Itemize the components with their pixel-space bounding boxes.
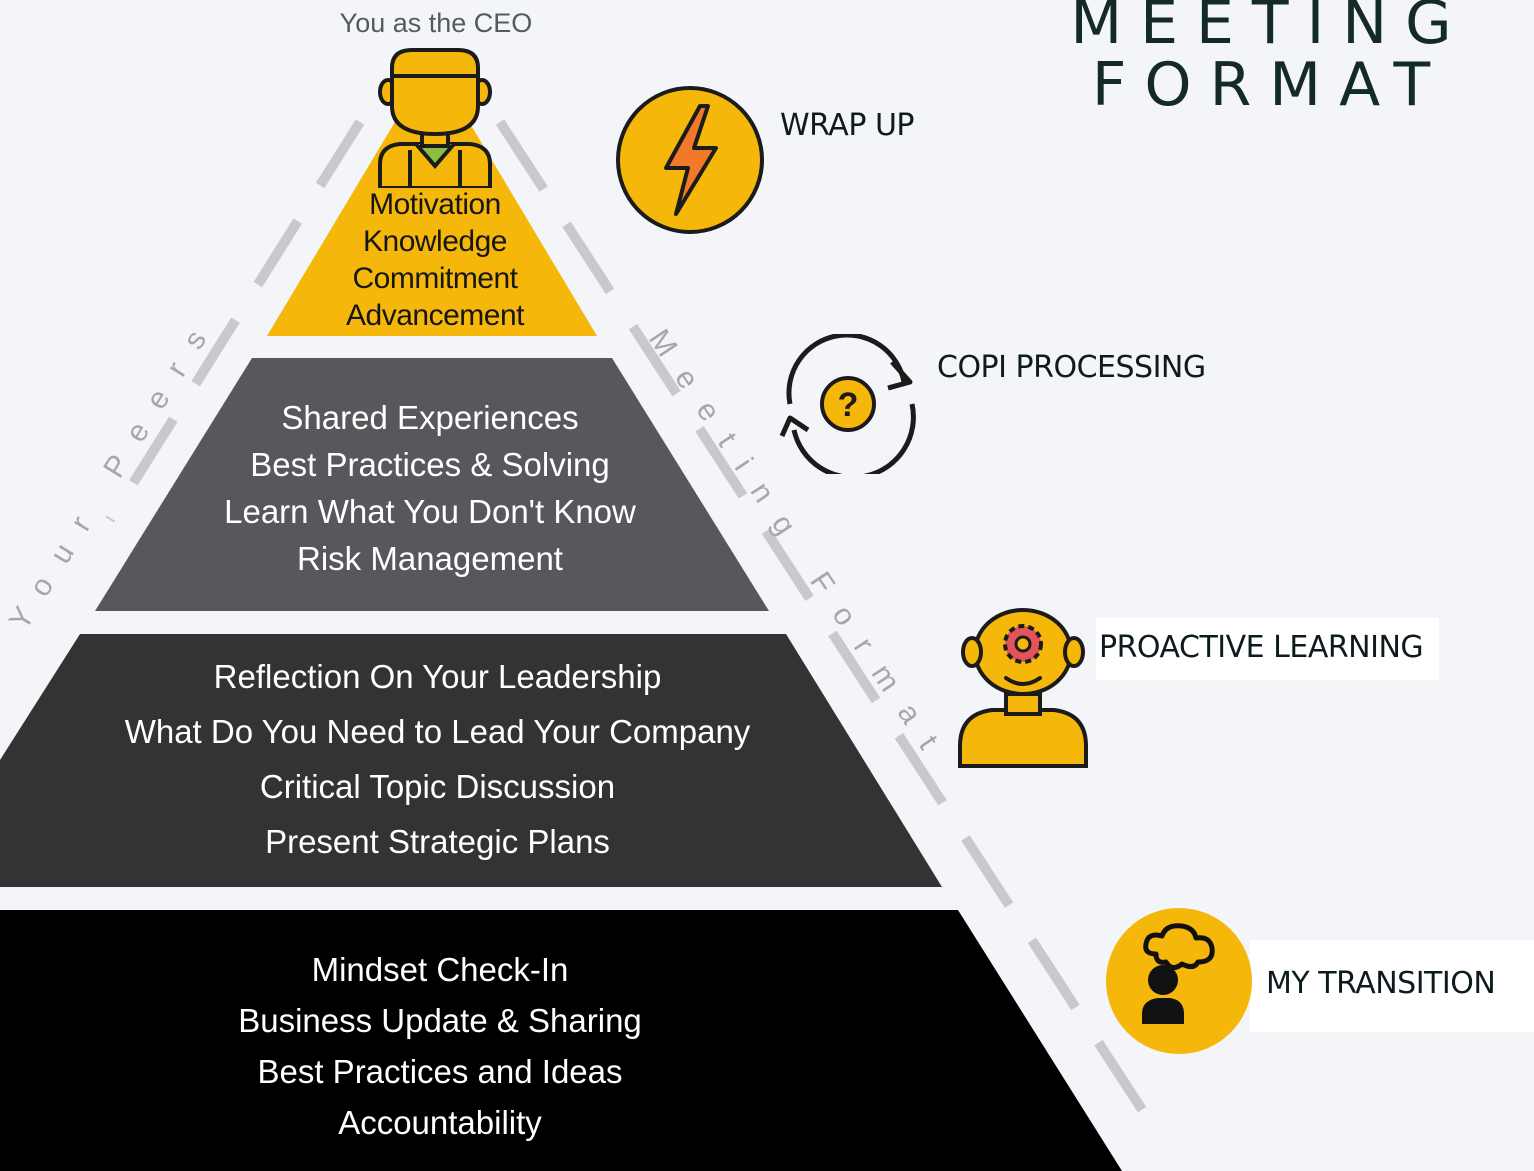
tier-third-text: Reflection On Your Leadership What Do Yo… — [60, 649, 815, 869]
tier-top-text: Motivation Knowledge Commitment Advancem… — [300, 186, 570, 334]
step-label-my-transition: MY TRANSITION — [1266, 966, 1496, 1001]
tier-third-line: Critical Topic Discussion — [259, 768, 616, 805]
lightning-bolt-icon — [616, 86, 764, 234]
tier-second-text: Shared Experiences Best Practices & Solv… — [150, 394, 710, 582]
title-line-2: FORMAT — [1091, 50, 1449, 120]
ceo-person-icon — [378, 48, 492, 188]
tier-second-line: Best Practices & Solving — [250, 446, 610, 483]
question-cycle-icon: ? — [779, 334, 916, 474]
tier-third-line: What Do You Need to Lead Your Company — [124, 713, 751, 750]
tier-second-line: Learn What You Don't Know — [224, 493, 636, 530]
tier-top-line: Advancement — [346, 299, 524, 332]
step-label-box-proactive — [1096, 618, 1439, 680]
tier-base — [0, 910, 1122, 1171]
tier-second — [95, 358, 769, 611]
step-label-copi-processing: COPI PROCESSING — [937, 350, 1206, 385]
tier-top-line: Commitment — [352, 262, 518, 295]
tier-top-line: Motivation — [369, 188, 501, 221]
tier-base-line: Mindset Check-In — [311, 951, 569, 988]
step-label-proactive-learning: PROACTIVE LEARNING — [1099, 630, 1424, 665]
head-gear-icon — [958, 608, 1088, 768]
step-label-box-transition — [1250, 940, 1534, 1032]
tier-second-line: Risk Management — [297, 540, 563, 577]
ceo-caption: You as the CEO — [339, 8, 533, 38]
person-thought-cloud-icon — [1106, 908, 1252, 1054]
tier-top — [267, 60, 597, 336]
tier-base-line: Accountability — [338, 1104, 542, 1141]
left-dashed-line — [105, 119, 365, 523]
title-line-1: MEETING — [1070, 0, 1470, 58]
tier-third-line: Present Strategic Plans — [265, 823, 610, 860]
step-label-wrap-up: WRAP UP — [780, 108, 915, 143]
tier-base-text: Mindset Check-In Business Update & Shari… — [140, 944, 740, 1148]
tier-base-line: Best Practices and Ideas — [257, 1053, 623, 1090]
tier-top-line: Knowledge — [363, 225, 507, 258]
tier-base-line: Business Update & Sharing — [238, 1002, 642, 1039]
tier-third-line: Reflection On Your Leadership — [213, 658, 662, 695]
tier-second-line: Shared Experiences — [281, 399, 579, 436]
svg-text:?: ? — [838, 386, 859, 424]
tier-third — [0, 634, 942, 887]
right-dashed-line — [495, 119, 1170, 1148]
page-title: MEETING FORMAT — [1050, 0, 1490, 116]
